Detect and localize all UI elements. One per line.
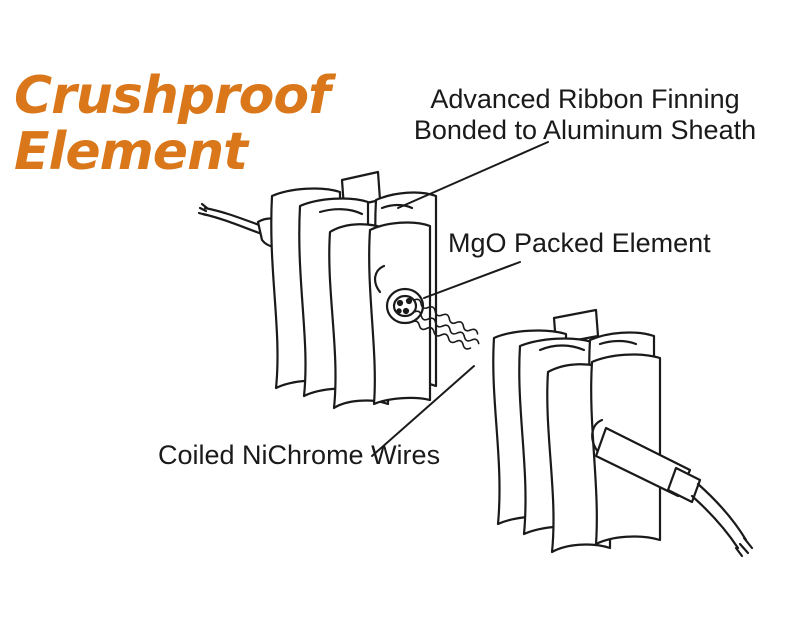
- coiled-nichrome-wires: [411, 298, 480, 350]
- leader-ribbon: [397, 141, 549, 209]
- label-ribbon-line-2: Bonded to Aluminum Sheath: [413, 115, 757, 145]
- leader-mgo: [423, 261, 521, 299]
- label-ribbon-finning: Advanced Ribbon Finning Bonded to Alumin…: [390, 84, 780, 146]
- leader-lines: [371, 141, 549, 457]
- label-ribbon-line-1: Advanced Ribbon Finning: [430, 84, 740, 114]
- leader-coil: [371, 365, 475, 457]
- title-line-1: Crushproof: [14, 66, 331, 126]
- right-sheath-and-lead: [591, 418, 754, 558]
- right-element-fins: [492, 308, 662, 554]
- label-nichrome-wires: Coiled NiChrome Wires: [158, 440, 441, 470]
- title-line-2: Element: [14, 122, 248, 182]
- diagram-title: Crushproof Element: [14, 66, 331, 182]
- left-mgo-cross-section: [374, 264, 425, 325]
- label-mgo-element: MgO Packed Element: [448, 228, 711, 258]
